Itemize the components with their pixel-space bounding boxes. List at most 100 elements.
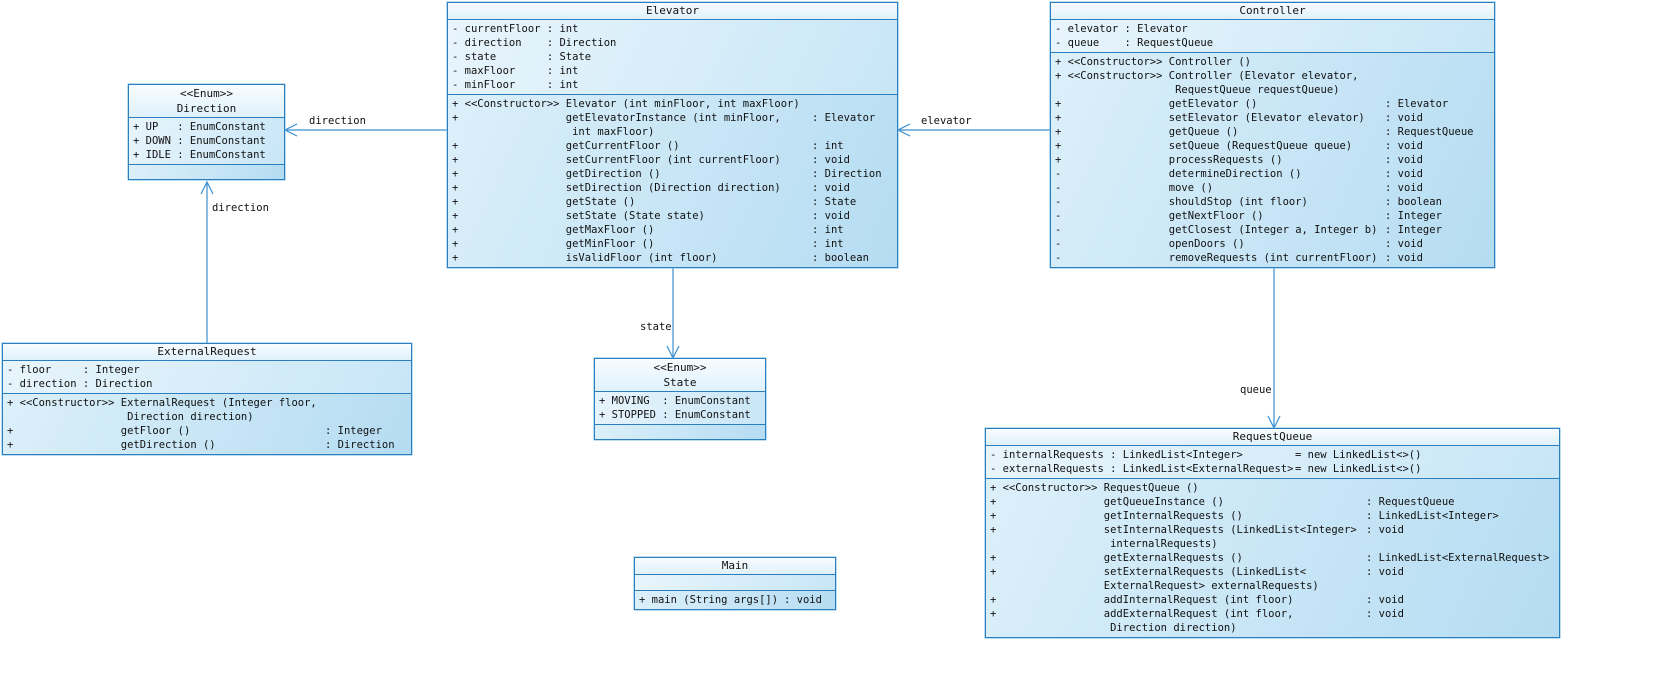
- method-row: Direction direction): [990, 622, 1237, 634]
- class-name: Direction: [176, 102, 237, 115]
- method-row: + getElevator (): Elevator: [1055, 98, 1449, 110]
- method-row: + setCurrentFloor (int currentFloor): vo…: [452, 154, 850, 166]
- class-state[interactable]: <<Enum>> State + MOVING : EnumConstant+ …: [594, 358, 766, 440]
- method-row: + getFloor (): Integer: [7, 425, 382, 437]
- class-name: RequestQueue: [986, 429, 1559, 446]
- attribute-row: - minFloor : int: [452, 79, 579, 91]
- attribute-row: + STOPPED : EnumConstant: [599, 409, 751, 421]
- method-row: + setDirection (Direction direction): vo…: [452, 182, 850, 194]
- method-row: + getQueue (): RequestQueue: [1055, 126, 1474, 138]
- association-controller-to-requestqueue[interactable]: [1267, 262, 1281, 430]
- method-row: + getState (): State: [452, 196, 857, 208]
- method-row: + <<Constructor>> Controller (): [1055, 56, 1251, 68]
- class-name: State: [663, 376, 697, 389]
- stereotype-label: <<Enum>>: [180, 87, 233, 100]
- attribute-row: - state : State: [452, 51, 592, 63]
- stereotype-label: <<Enum>>: [653, 361, 707, 374]
- association-externalrequest-to-direction[interactable]: [200, 180, 214, 343]
- method-row: + setElevator (Elevator elevator): void: [1055, 112, 1423, 124]
- edge-label-state[interactable]: state: [640, 321, 672, 333]
- method-row: + <<Constructor>> Elevator (int minFloor…: [452, 98, 800, 110]
- attribute-row: + DOWN : EnumConstant: [133, 135, 266, 147]
- association-elevator-to-direction[interactable]: [283, 123, 447, 137]
- method-row: + getCurrentFloor (): int: [452, 140, 844, 152]
- edge-label-direction[interactable]: direction: [212, 202, 269, 214]
- method-row: - shouldStop (int floor): boolean: [1055, 196, 1442, 208]
- method-row: + getExternalRequests (): LinkedList<Ext…: [990, 552, 1550, 564]
- method-row: + getMinFloor (): int: [452, 238, 844, 250]
- methods-compartment: [129, 165, 284, 179]
- attribute-row: - currentFloor : int: [452, 23, 579, 35]
- methods-compartment: [595, 425, 765, 439]
- class-direction[interactable]: <<Enum>> Direction + UP : EnumConstant+ …: [128, 84, 285, 180]
- method-row: - removeRequests (int currentFloor): voi…: [1055, 252, 1423, 264]
- edge-label-direction[interactable]: direction: [309, 115, 366, 127]
- method-row: + getElevatorInstance (int minFloor,: El…: [452, 112, 876, 124]
- method-row: - move (): void: [1055, 182, 1423, 194]
- method-row: Direction direction): [7, 411, 254, 423]
- method-row: + processRequests (): void: [1055, 154, 1423, 166]
- method-row: + addInternalRequest (int floor): void: [990, 594, 1404, 606]
- methods-compartment: + <<Constructor>> ExternalRequest (Integ…: [3, 394, 411, 454]
- attribute-row: - queue : RequestQueue: [1055, 37, 1214, 49]
- attributes-compartment: + UP : EnumConstant + DOWN : EnumConstant…: [129, 118, 284, 165]
- attribute-row: - externalRequests : LinkedList<External…: [990, 463, 1422, 475]
- attributes-compartment: [635, 575, 835, 591]
- method-row: ExternalRequest> externalRequests): [990, 580, 1319, 592]
- class-title: <<Enum>> Direction: [129, 85, 284, 118]
- attribute-row: - floor : Integer: [7, 364, 140, 376]
- method-row: - determineDirection (): void: [1055, 168, 1423, 180]
- class-externalrequest[interactable]: ExternalRequest - floor : Integer - direc…: [2, 343, 412, 455]
- attribute-row: + MOVING : EnumConstant: [599, 395, 751, 407]
- method-row: int maxFloor): [452, 126, 655, 138]
- methods-compartment: + <<Constructor>> RequestQueue () + getQu…: [986, 479, 1559, 637]
- methods-compartment: + <<Constructor>> Controller () + <<Const…: [1051, 53, 1494, 267]
- method-row: + setExternalRequests (LinkedList<: void: [990, 566, 1404, 578]
- edge-label-elevator[interactable]: elevator: [921, 115, 972, 127]
- method-row: - getNextFloor (): Integer: [1055, 210, 1442, 222]
- method-row: + <<Constructor>> ExternalRequest (Integ…: [7, 397, 317, 409]
- method-row: + getDirection (): Direction: [452, 168, 882, 180]
- method-row: + getMaxFloor (): int: [452, 224, 844, 236]
- method-row: + <<Constructor>> Controller (Elevator e…: [1055, 70, 1359, 82]
- attributes-compartment: - internalRequests : LinkedList<Integer>…: [986, 446, 1559, 479]
- attribute-row: + UP : EnumConstant: [133, 121, 266, 133]
- attributes-compartment: - floor : Integer - direction : Direction: [3, 361, 411, 394]
- method-row: RequestQueue requestQueue): [1055, 84, 1340, 96]
- association-elevator-to-state[interactable]: [666, 262, 680, 360]
- method-row: + addExternalRequest (int floor,: void: [990, 608, 1404, 620]
- methods-compartment: + main (String args[]): void: [635, 591, 835, 609]
- class-main[interactable]: Main + main (String args[]): void: [634, 557, 836, 610]
- association-controller-to-elevator[interactable]: [896, 123, 1050, 137]
- class-name: Elevator: [448, 3, 897, 20]
- method-row: + setState (State state): void: [452, 210, 850, 222]
- class-controller[interactable]: Controller - elevator : Elevator - queue …: [1050, 2, 1495, 268]
- class-name: Main: [635, 558, 835, 575]
- class-requestqueue[interactable]: RequestQueue - internalRequests : Linked…: [985, 428, 1560, 638]
- edge-label-queue[interactable]: queue: [1240, 384, 1272, 396]
- method-row: + setQueue (RequestQueue queue): void: [1055, 140, 1423, 152]
- method-row: + getQueueInstance (): RequestQueue: [990, 496, 1455, 508]
- attribute-row: - direction : Direction: [7, 378, 153, 390]
- attribute-row: - maxFloor : int: [452, 65, 579, 77]
- method-row: - openDoors (): void: [1055, 238, 1423, 250]
- method-row: + setInternalRequests (LinkedList<Intege…: [990, 524, 1404, 536]
- method-row: + isValidFloor (int floor): boolean: [452, 252, 869, 264]
- class-name: ExternalRequest: [3, 344, 411, 361]
- class-title: <<Enum>> State: [595, 359, 765, 392]
- attributes-compartment: - currentFloor : int - direction : Direct…: [448, 20, 897, 95]
- class-name: Controller: [1051, 3, 1494, 20]
- attributes-compartment: - elevator : Elevator - queue : RequestQu…: [1051, 20, 1494, 53]
- attributes-compartment: + MOVING : EnumConstant + STOPPED : EnumC…: [595, 392, 765, 425]
- methods-compartment: + <<Constructor>> Elevator (int minFloor…: [448, 95, 897, 267]
- attribute-row: - direction : Direction: [452, 37, 617, 49]
- method-row: + getInternalRequests (): LinkedList<Int…: [990, 510, 1499, 522]
- method-row: internalRequests): [990, 538, 1218, 550]
- method-row: + <<Constructor>> RequestQueue (): [990, 482, 1199, 494]
- attribute-row: - elevator : Elevator: [1055, 23, 1188, 35]
- method-row: + main (String args[]): void: [639, 594, 822, 606]
- class-elevator[interactable]: Elevator - currentFloor : int - direction…: [447, 2, 898, 268]
- attribute-row: - internalRequests : LinkedList<Integer>…: [990, 449, 1422, 461]
